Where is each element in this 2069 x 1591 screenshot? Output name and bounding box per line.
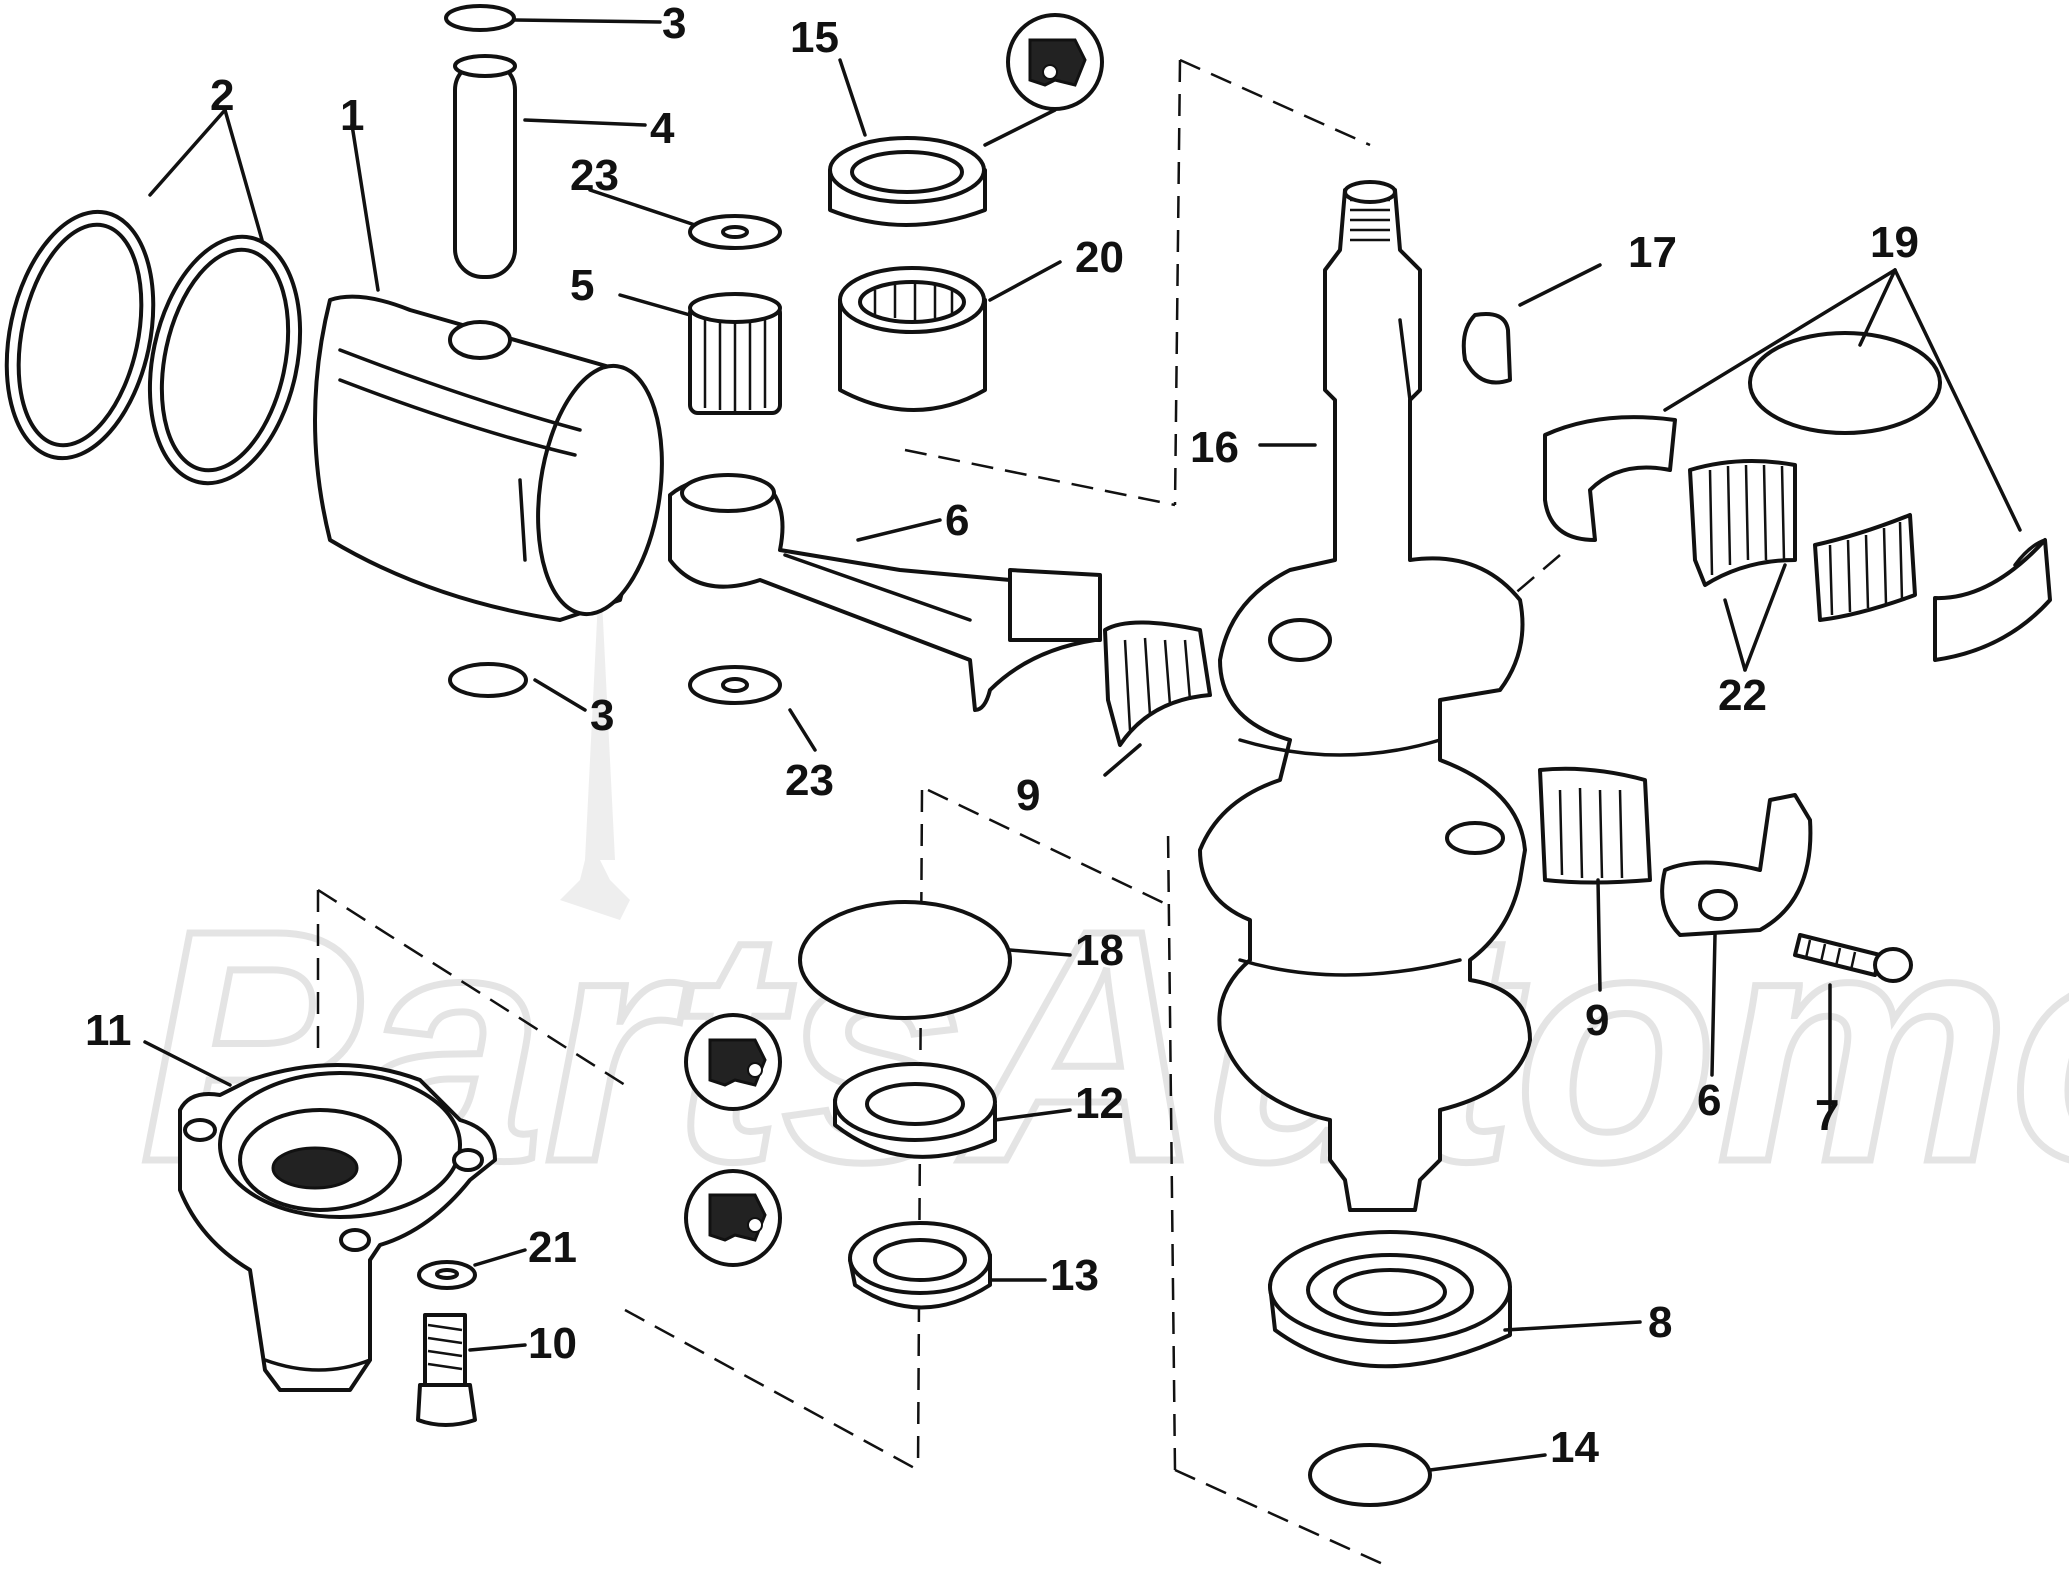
rod-bearing-cage-right xyxy=(1538,766,1652,885)
callout-19: 19 xyxy=(1870,218,1919,267)
callout-23-top: 23 xyxy=(570,151,619,200)
callout-14: 14 xyxy=(1550,1423,1599,1472)
callout-labels: 1 2 3 3 4 5 6 6 7 8 9 9 10 11 12 13 14 1… xyxy=(85,0,1919,1472)
callout-6-rod: 6 xyxy=(945,496,969,545)
lock-washer xyxy=(417,1260,477,1290)
callout-18: 18 xyxy=(1075,926,1124,975)
piston xyxy=(313,294,664,622)
connecting-rod xyxy=(668,473,1102,712)
connecting-rod-cap xyxy=(1660,793,1813,937)
callout-10: 10 xyxy=(528,1319,577,1368)
lower-seal-12 xyxy=(833,1062,997,1159)
main-needle-bearing-set-a xyxy=(1688,459,1797,587)
crankshaft-seal-top xyxy=(828,136,987,227)
woodruff-key xyxy=(1461,312,1512,385)
lower-seal-13 xyxy=(848,1221,992,1310)
callout-3-bottom: 3 xyxy=(590,691,614,740)
callout-9-right: 9 xyxy=(1585,996,1609,1045)
callout-1: 1 xyxy=(340,91,364,140)
callout-15: 15 xyxy=(790,13,839,62)
callout-5: 5 xyxy=(570,261,594,310)
callout-17: 17 xyxy=(1628,228,1677,277)
rod-cap-screw xyxy=(1793,933,1913,983)
bearing-retaining-ring xyxy=(1748,331,1942,435)
rod-bearing-cage-left xyxy=(1103,620,1212,747)
callout-2: 2 xyxy=(210,71,234,120)
bearing-snap-ring xyxy=(1308,1443,1432,1507)
thrust-washer-top xyxy=(688,214,782,250)
lower-bearing-housing xyxy=(178,1063,497,1392)
callout-12: 12 xyxy=(1075,1079,1124,1128)
callout-22: 22 xyxy=(1718,671,1767,720)
callout-21: 21 xyxy=(528,1223,577,1272)
callout-11: 11 xyxy=(85,1006,132,1055)
callout-8: 8 xyxy=(1648,1298,1672,1347)
crankshaft xyxy=(1198,180,1532,1212)
callout-3-top: 3 xyxy=(662,0,686,48)
callout-16: 16 xyxy=(1190,423,1239,472)
crankshaft-ball-bearing xyxy=(1268,1230,1512,1369)
main-bearing-race-top xyxy=(1543,415,1677,542)
needle-bearing-small xyxy=(688,292,782,415)
piston-pin xyxy=(453,54,517,279)
thrust-washer-bottom xyxy=(688,665,782,705)
piston-pin-clip-bottom xyxy=(448,662,528,698)
callout-20: 20 xyxy=(1075,233,1124,282)
piston-pin-clip-top xyxy=(444,4,516,32)
callout-23-bottom: 23 xyxy=(785,756,834,805)
callout-7: 7 xyxy=(1815,1091,1839,1140)
seal-orientation-icon-12 xyxy=(684,1013,782,1111)
leader-lines xyxy=(143,18,2022,1472)
piston-rings xyxy=(4,209,303,486)
seal-orientation-icon-15 xyxy=(1006,13,1104,111)
callout-9-left: 9 xyxy=(1016,771,1040,820)
crankshaft-needle-bearing xyxy=(838,266,987,412)
callout-4: 4 xyxy=(650,104,675,153)
main-needle-bearing-set-b xyxy=(1813,513,1917,622)
callout-6-cap: 6 xyxy=(1697,1076,1721,1125)
o-ring xyxy=(798,900,1012,1020)
callout-13: 13 xyxy=(1050,1251,1099,1300)
housing-screw xyxy=(416,1313,477,1427)
seal-orientation-icon-13 xyxy=(684,1169,782,1267)
main-bearing-race-bottom xyxy=(1933,538,2052,662)
